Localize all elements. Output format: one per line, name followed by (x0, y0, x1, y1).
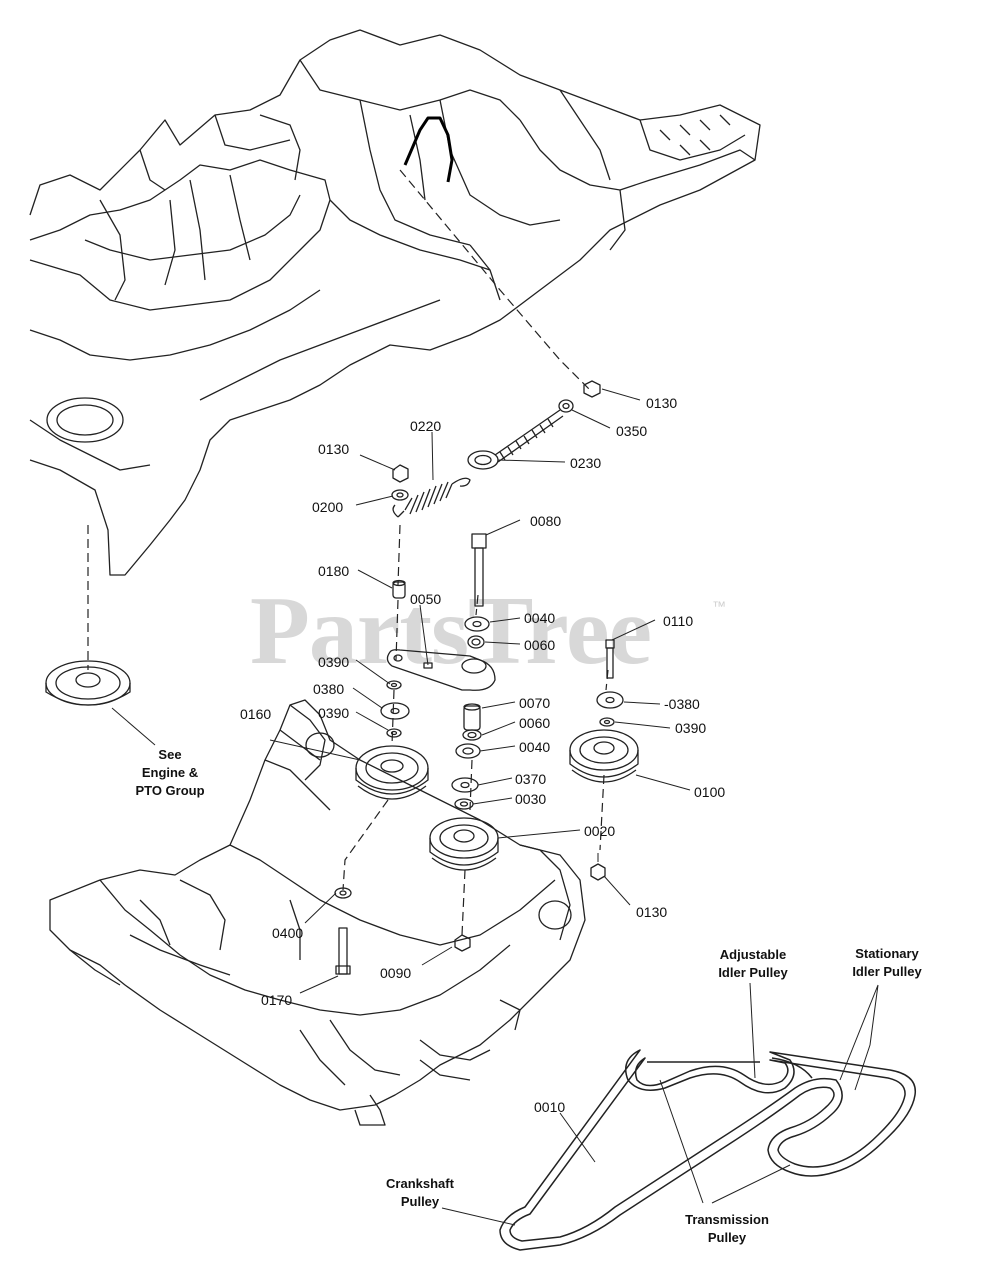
watermark-text: PartsTree (250, 577, 652, 685)
nut-0130-right (590, 863, 606, 881)
callout-line: Crankshaft (386, 1176, 454, 1191)
control-cable (403, 116, 454, 183)
label-0040-top: 0040 (524, 610, 556, 626)
label-0390-b: 0390 (318, 705, 350, 721)
washer-0040-mid (455, 743, 481, 759)
callout-line: Idler Pulley (852, 964, 922, 979)
label-0370: 0370 (515, 771, 547, 787)
label-0010: 0010 (534, 1099, 566, 1115)
upper-chassis-frame (29, 29, 761, 576)
label-0130-top: 0130 (646, 395, 678, 411)
nut-0130-left (392, 464, 409, 483)
callout-see-engine-pto: See Engine & PTO Group (128, 746, 212, 800)
spring-0220 (392, 477, 471, 518)
label-0160: 0160 (240, 706, 272, 722)
washer-0380-left (380, 702, 410, 720)
callout-line: Adjustable (719, 947, 787, 962)
label-0380-left: 0380 (313, 681, 345, 697)
callout-crankshaft-pulley: Crankshaft Pulley (372, 1175, 468, 1211)
washer-0200 (391, 489, 409, 501)
label-0400: 0400 (272, 925, 304, 941)
label-0390-a: 0390 (318, 654, 350, 670)
label-0180: 0180 (318, 563, 350, 579)
drive-belt-0010 (499, 1049, 917, 1251)
assembly-guide-lines (87, 169, 609, 936)
label-0030: 0030 (515, 791, 547, 807)
label-0090: 0090 (380, 965, 412, 981)
idler-pulley-0160 (355, 745, 429, 800)
washer-0390-b (386, 728, 402, 738)
label-0390-right: 0390 (675, 720, 707, 736)
callout-transmission-pulley: Transmission Pulley (672, 1211, 782, 1247)
callout-line: See (158, 747, 182, 762)
callout-line: Stationary (855, 946, 919, 961)
label-leader-lines (111, 388, 879, 1226)
label-0060-top: 0060 (524, 637, 556, 653)
label-0380-right: -0380 (664, 696, 700, 712)
label-0130-right: 0130 (636, 904, 668, 920)
spacer-0070 (463, 703, 481, 731)
label-0200: 0200 (312, 499, 344, 515)
idler-pulley-0100 (569, 729, 639, 783)
label-0130-left: 0130 (318, 441, 350, 457)
bolt-0080 (471, 533, 487, 607)
label-0020: 0020 (584, 823, 616, 839)
callout-line: Engine & (141, 765, 199, 780)
label-0220: 0220 (410, 418, 442, 434)
washer-0390-a (386, 680, 402, 690)
nut-0130-top (583, 380, 601, 398)
label-0350: 0350 (616, 423, 648, 439)
eye-bolt-0230 (467, 409, 564, 470)
nut-0090 (454, 934, 471, 952)
label-0070: 0070 (519, 695, 551, 711)
label-0170: 0170 (261, 992, 293, 1008)
watermark-trademark: ™ (712, 598, 726, 614)
callout-line: Idler Pulley (718, 965, 788, 980)
idler-pulley-0020 (429, 817, 499, 871)
callout-line: Transmission (685, 1212, 769, 1227)
spacer-0180 (392, 579, 406, 599)
idler-arm-0050 (386, 649, 496, 691)
bolt-0110 (605, 639, 615, 679)
callout-stationary-idler-pulley: Stationary Idler Pulley (834, 945, 940, 981)
bushing-0060-top (467, 635, 485, 649)
washer-0390-right (599, 717, 615, 727)
bolt-0170 (335, 927, 351, 975)
label-0060-mid: 0060 (519, 715, 551, 731)
washer-0370 (451, 777, 479, 793)
label-0040-mid: 0040 (519, 739, 551, 755)
label-0100: 0100 (694, 784, 726, 800)
washer-0040-top (464, 616, 490, 632)
callout-line: PTO Group (135, 783, 205, 798)
washer-0380-right (596, 691, 624, 709)
label-0080: 0080 (530, 513, 562, 529)
bushing-0060-mid (462, 729, 482, 741)
engine-pto-pulley (45, 660, 131, 706)
label-0050: 0050 (410, 591, 442, 607)
label-0230: 0230 (570, 455, 602, 471)
callout-adjustable-idler-pulley: Adjustable Idler Pulley (700, 946, 806, 982)
callout-line: Pulley (400, 1194, 440, 1209)
label-0110: 0110 (663, 613, 694, 629)
callout-line: Pulley (707, 1230, 747, 1245)
nut-0350 (558, 399, 574, 413)
washer-0400 (334, 887, 352, 899)
lower-chassis-frame (49, 699, 586, 1126)
